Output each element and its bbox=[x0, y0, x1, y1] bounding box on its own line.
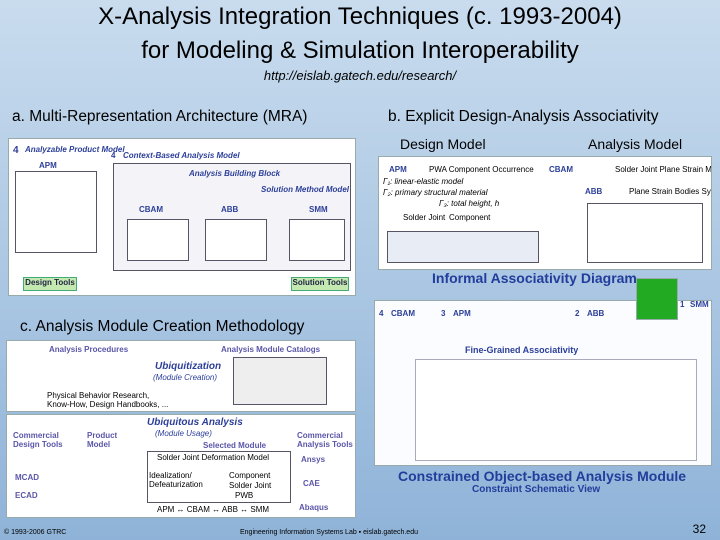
plane-strain-label: Plane Strain Bodies System bbox=[629, 187, 711, 196]
section-b-heading: b. Explicit Design-Analysis Associativit… bbox=[388, 108, 659, 125]
pwb-box-label: PWB bbox=[235, 491, 254, 500]
pwa-label: PWA Component Occurrence bbox=[429, 165, 534, 174]
associativity-diagram: APM PWA Component Occurrence CBAM Solder… bbox=[378, 156, 712, 270]
pwa-drawing bbox=[387, 231, 539, 263]
smm-thumbnail bbox=[636, 278, 678, 320]
mra-diagram: 4 Analyzable Product Model APM 4 Context… bbox=[8, 138, 356, 296]
component-box-label: Component bbox=[229, 471, 271, 480]
analysis-model-label: Analysis Model bbox=[588, 136, 683, 152]
d-abb: ABB bbox=[587, 309, 605, 318]
footer-copyright: © 1993-2006 GTRC bbox=[4, 529, 67, 536]
ansys-label: Ansys bbox=[301, 455, 326, 464]
page-number: 32 bbox=[692, 522, 706, 536]
num-4b: 4 bbox=[111, 151, 116, 160]
title-line-1: X-Analysis Integration Techniques (c. 19… bbox=[98, 3, 622, 30]
smm-label: SMM bbox=[309, 205, 328, 214]
selected-module-label: Selected Module bbox=[203, 441, 267, 450]
solder-model-label: Solder Joint Deformation Model bbox=[157, 453, 270, 462]
abaqus-label: Abaqus bbox=[299, 503, 329, 512]
module-usage-label: (Module Usage) bbox=[155, 429, 212, 438]
solution-tools-label: Solution Tools bbox=[291, 277, 349, 291]
fine-grained-label: Fine-Grained Associativity bbox=[465, 345, 579, 355]
solution-method-label: Solution Method Model bbox=[261, 185, 349, 194]
gamma-total: Γ₃: total height, h bbox=[439, 199, 500, 208]
d-num-4: 4 bbox=[379, 309, 384, 318]
ubiquitization-label: Ubiquitization bbox=[155, 361, 222, 372]
d-cbam: CBAM bbox=[391, 309, 415, 318]
context-based-label: Context-Based Analysis Model bbox=[123, 151, 240, 160]
cbam-label: CBAM bbox=[139, 205, 163, 214]
num-4: 4 bbox=[13, 145, 19, 156]
section-c-heading: c. Analysis Module Creation Methodology bbox=[20, 318, 305, 335]
abb-label: ABB bbox=[221, 205, 239, 214]
title-line-2: for Modeling & Simulation Interoperabili… bbox=[141, 37, 579, 64]
title-url[interactable]: http://eislab.gatech.edu/research/ bbox=[263, 68, 457, 83]
d-num-1: 1 bbox=[680, 300, 685, 309]
building-block-label: Analysis Building Block bbox=[189, 169, 281, 178]
chain-label: APM ↔ CBAM ↔ ABB ↔ SMM bbox=[157, 505, 270, 514]
module-usage-panel: Ubiquitous Analysis (Module Usage) Comme… bbox=[6, 414, 356, 518]
footer-lab: Engineering Information Systems Lab ▪ ei… bbox=[240, 529, 418, 536]
smm-box bbox=[289, 219, 345, 261]
informal-diagram-caption: Informal Associativity Diagram bbox=[432, 270, 637, 286]
d-apm: APM bbox=[453, 309, 471, 318]
solder-label: Solder Joint bbox=[403, 213, 446, 222]
constrained-caption: Constrained Object-based Analysis Module bbox=[398, 468, 687, 484]
d-smm: SMM bbox=[690, 300, 709, 309]
commercial-design-label: Commercial Design Tools bbox=[13, 431, 63, 449]
schematic-grid bbox=[415, 359, 697, 461]
analysis-procedures: Analysis Procedures bbox=[49, 345, 129, 354]
cae-label: CAE bbox=[303, 479, 320, 488]
constraint-schematic-caption: Constraint Schematic View bbox=[472, 484, 601, 495]
product-model-label: Product Model bbox=[87, 431, 118, 449]
component-label: Component bbox=[449, 213, 491, 222]
cbam-box bbox=[127, 219, 189, 261]
gamma-primary: Γ₂: primary structural material bbox=[383, 188, 488, 197]
design-tools-label: Design Tools bbox=[23, 277, 77, 291]
apm-label: APM bbox=[39, 161, 57, 170]
b-abb-label: ABB bbox=[585, 187, 603, 196]
design-model-label: Design Model bbox=[400, 136, 486, 152]
module-creation-label: (Module Creation) bbox=[153, 373, 218, 382]
analyzable-label: Analyzable Product Model bbox=[25, 145, 125, 154]
plane-strain-box bbox=[587, 203, 703, 263]
commercial-analysis-label: Commercial Analysis Tools bbox=[297, 431, 353, 449]
mcad-label: MCAD bbox=[15, 473, 39, 482]
solder-model-box bbox=[147, 451, 291, 503]
b-apm-label: APM bbox=[389, 165, 407, 174]
apm-box bbox=[15, 171, 97, 253]
abb-box bbox=[205, 219, 267, 261]
catalog-grid bbox=[233, 357, 327, 405]
section-a-heading: a. Multi-Representation Architecture (MR… bbox=[12, 108, 308, 125]
solder-joint-box-label: Solder Joint bbox=[229, 481, 272, 490]
module-creation-panel: Analysis Procedures Analysis Module Cata… bbox=[6, 340, 356, 412]
d-num-3: 3 bbox=[441, 309, 446, 318]
ubiquitous-label: Ubiquitous Analysis bbox=[147, 417, 243, 428]
ecad-label: ECAD bbox=[15, 491, 38, 500]
physical-label: Physical Behavior Research, bbox=[47, 391, 150, 400]
solder-joint-model-label: Solder Joint Plane Strain Model bbox=[615, 165, 712, 174]
constraint-schematic: 4 CBAM 3 APM 2 ABB Fine-Grained Associat… bbox=[374, 300, 712, 466]
b-cbam-label: CBAM bbox=[549, 165, 573, 174]
module-catalogs: Analysis Module Catalogs bbox=[221, 345, 321, 354]
knowhow-label: Know-How, Design Handbooks, ... bbox=[47, 400, 169, 409]
d-num-2: 2 bbox=[575, 309, 580, 318]
gamma-linear: Γ₁: linear-elastic model bbox=[383, 177, 464, 186]
idealization-label: Idealization/ Defeaturization bbox=[149, 471, 203, 489]
